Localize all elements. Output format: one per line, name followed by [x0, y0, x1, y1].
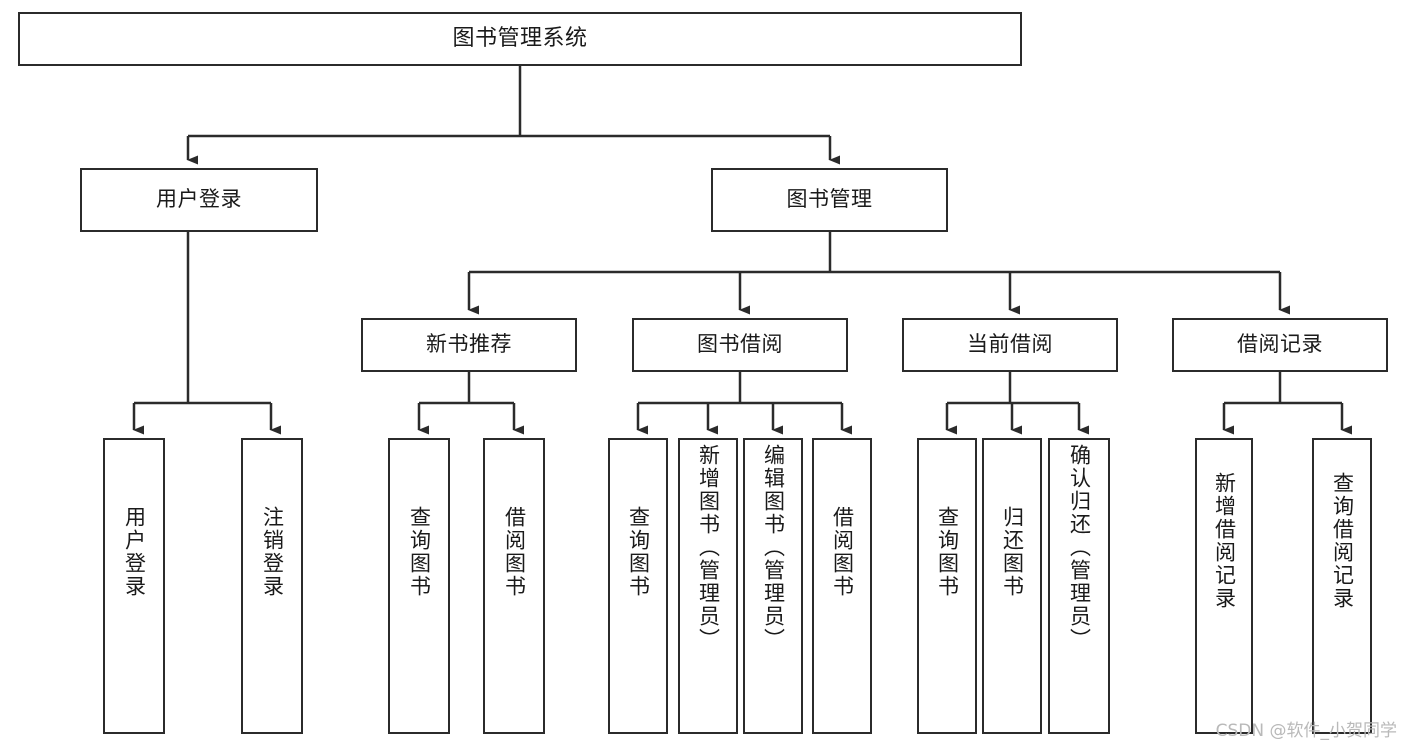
node-label: 归还图书 [1000, 506, 1025, 598]
node-label: 新书推荐 [426, 332, 512, 357]
node-label: 借阅图书 [502, 506, 527, 598]
node-current-borrow[interactable]: 当前借阅 [902, 318, 1118, 372]
node-label: 图书借阅 [697, 332, 783, 357]
node-label: 图书管理 [786, 187, 873, 212]
node-user-login[interactable]: 用户登录 [80, 168, 318, 232]
node-label: 注销登录 [260, 506, 285, 598]
leaf-current-return-book[interactable]: 归还图书 [982, 438, 1042, 734]
node-borrow-record[interactable]: 借阅记录 [1172, 318, 1388, 372]
node-new-book-recommend[interactable]: 新书推荐 [361, 318, 577, 372]
node-label: 查询图书 [626, 506, 651, 598]
leaf-borrow-edit-book-admin[interactable]: 编辑图书（管理员） [743, 438, 803, 734]
leaf-current-confirm-return-admin[interactable]: 确认归还（管理员） [1048, 438, 1110, 734]
leaf-user-login[interactable]: 用户登录 [103, 438, 165, 734]
node-label: 用户登录 [156, 187, 242, 212]
node-label: 借阅图书 [830, 506, 855, 598]
node-label: 新增图书（管理员） [696, 444, 721, 651]
node-label: 新增借阅记录 [1212, 472, 1237, 610]
node-label: 查询图书 [935, 506, 960, 598]
node-label: 编辑图书（管理员） [761, 444, 786, 651]
node-label: 查询借阅记录 [1330, 472, 1355, 610]
node-book-management[interactable]: 图书管理 [711, 168, 948, 232]
node-label: 图书管理系统 [452, 25, 588, 51]
leaf-current-query-book[interactable]: 查询图书 [917, 438, 977, 734]
leaf-user-logout[interactable]: 注销登录 [241, 438, 303, 734]
leaf-borrow-query-book[interactable]: 查询图书 [608, 438, 668, 734]
node-label: 确认归还（管理员） [1067, 444, 1092, 651]
node-book-borrow[interactable]: 图书借阅 [632, 318, 848, 372]
leaf-borrow-borrow-book[interactable]: 借阅图书 [812, 438, 872, 734]
node-label: 用户登录 [122, 506, 147, 598]
node-label: 借阅记录 [1237, 332, 1323, 357]
leaf-record-add-borrow-record[interactable]: 新增借阅记录 [1195, 438, 1253, 734]
leaf-borrow-add-book-admin[interactable]: 新增图书（管理员） [678, 438, 738, 734]
node-book-management-system[interactable]: 图书管理系统 [18, 12, 1022, 66]
leaf-record-query-borrow-record[interactable]: 查询借阅记录 [1312, 438, 1372, 734]
node-label: 当前借阅 [967, 332, 1053, 357]
leaf-new-book-query-book[interactable]: 查询图书 [388, 438, 450, 734]
leaf-new-book-borrow-book[interactable]: 借阅图书 [483, 438, 545, 734]
node-label: 查询图书 [407, 506, 432, 598]
